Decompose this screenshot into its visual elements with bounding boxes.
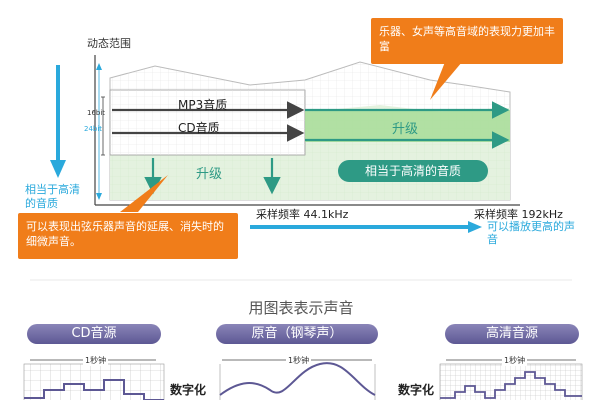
right-arrow-label: 可以播放更高的声音	[487, 220, 575, 246]
waveform-panels	[23, 359, 583, 400]
panel-title-original: 原音（钢琴声）	[216, 324, 378, 344]
dynamic-range-diagram	[30, 55, 572, 281]
callout-high-range: 乐器、女声等高音域的表现力更加丰富	[371, 18, 563, 64]
cd-step-waveform	[24, 379, 164, 400]
section-title: 用图表表示声音	[248, 299, 354, 317]
upgrade-band	[305, 110, 510, 142]
mp3-label: MP3音质	[178, 98, 228, 112]
cd-digitize-label: 数字化	[170, 383, 207, 397]
sampling-44-label: 采样频率 44.1kHz	[256, 208, 349, 221]
bit16-label: 16bit	[87, 109, 106, 117]
dynamic-range-label: 动态范围	[87, 37, 131, 50]
original-one-second-label: 1秒钟	[286, 355, 312, 366]
hd-one-second-label: 1秒钟	[502, 355, 528, 366]
bit24-label: 24bit	[84, 125, 103, 133]
cd-one-second-label: 1秒钟	[83, 355, 109, 366]
panel-title-hd: 高清音源	[445, 324, 579, 344]
upgrade-left-label: 升级	[196, 167, 223, 182]
sampling-192-label: 采样频率 192kHz	[474, 208, 563, 221]
hd-digitize-label: 数字化	[398, 383, 435, 397]
panel-title-cd: CD音源	[27, 324, 161, 344]
hd-quality-badge: 相当于高清的音质	[338, 160, 488, 182]
left-arrow-label: 相当于高清的音质	[25, 183, 80, 210]
cd-label: CD音质	[178, 121, 220, 135]
hd-step-waveform	[440, 371, 582, 399]
original-waveform	[219, 362, 376, 396]
callout-string-decay: 可以表现出弦乐器声音的延展、消失时的细微声音。	[18, 213, 238, 259]
upgrade-right-label: 升级	[392, 122, 419, 137]
